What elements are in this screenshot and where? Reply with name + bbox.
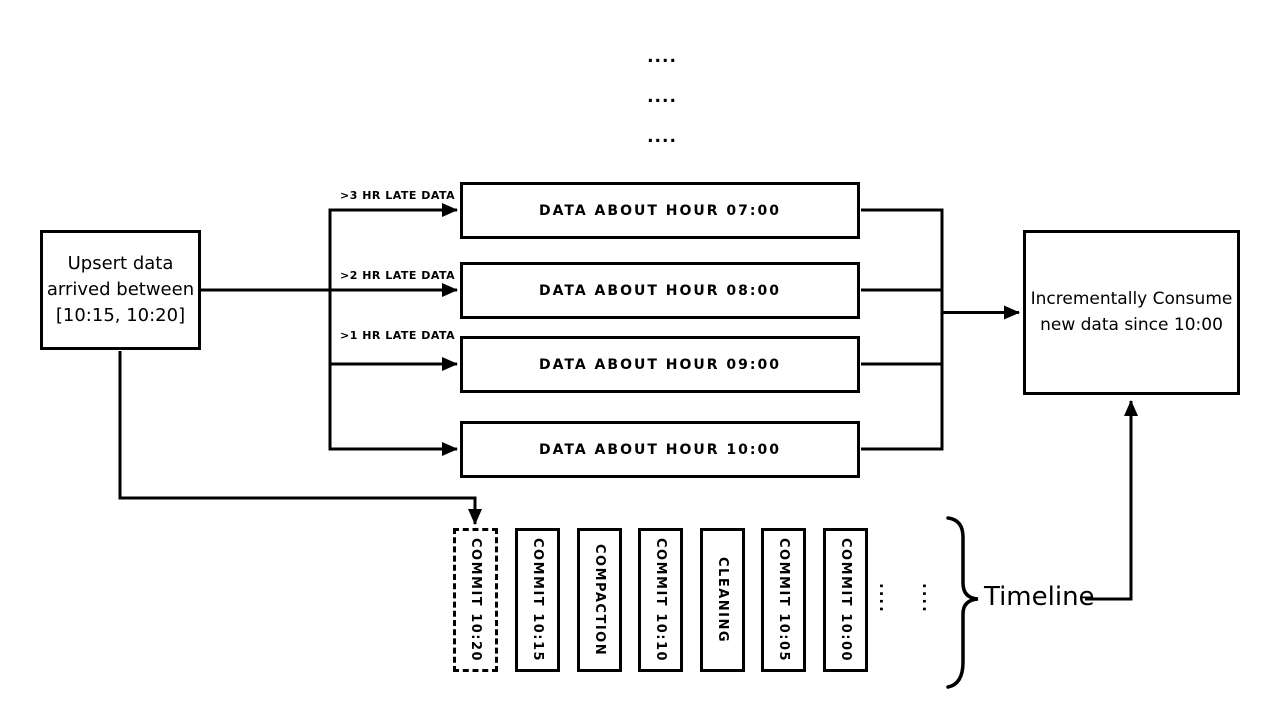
timeline-continuation-dots-1: ....	[876, 582, 894, 614]
timeline-cleaning: CLEANING	[700, 528, 745, 672]
top-continuation-dots-row3: ....	[647, 127, 677, 147]
hour-box-0700-label: DATA ABOUT HOUR 07:00	[539, 202, 781, 219]
hour-box-0900-label: DATA ABOUT HOUR 09:00	[539, 356, 781, 373]
timeline-commit-1005: COMMIT 10:05	[761, 528, 806, 672]
timeline-commit-1010: COMMIT 10:10	[638, 528, 683, 672]
consume-line-1: Incrementally Consume	[1030, 289, 1233, 309]
upsert-data-box: Upsert data arrived between [10:15, 10:2…	[40, 230, 201, 350]
top-continuation-dots-row2: ....	[647, 87, 677, 107]
timeline-label: Timeline	[984, 582, 1095, 612]
late-label-3hr: >3 HR LATE DATA	[340, 189, 456, 202]
hour-box-0800: DATA ABOUT HOUR 08:00	[460, 262, 860, 319]
timeline-brace	[946, 516, 979, 689]
late-label-1hr: >1 HR LATE DATA	[340, 329, 456, 342]
timeline-commit-1020: COMMIT 10:20	[453, 528, 498, 672]
arrow-timeline-to-consume	[1085, 400, 1138, 601]
late-label-2hr: >2 HR LATE DATA	[340, 269, 456, 282]
consume-line-2: new data since 10:00	[1040, 314, 1223, 335]
timeline-commit-1015: COMMIT 10:15	[515, 528, 560, 672]
hour-box-1000: DATA ABOUT HOUR 10:00	[460, 421, 860, 478]
upsert-line-1: Upsert data	[67, 252, 174, 274]
upsert-line-3: [10:15, 10:20]	[55, 305, 186, 327]
incremental-consume-text: Incrementally Consume new data since 10:…	[1031, 287, 1233, 338]
hour-box-0900: DATA ABOUT HOUR 09:00	[460, 336, 860, 393]
upsert-data-box-text: Upsert data arrived between [10:15, 10:2…	[47, 251, 194, 329]
top-continuation-dots-row1: ....	[647, 47, 677, 67]
upsert-line-2: arrived between	[46, 278, 195, 300]
incremental-consume-box: Incrementally Consume new data since 10:…	[1023, 230, 1240, 395]
timeline-commit-1000: COMMIT 10:00	[823, 528, 868, 672]
arrow-upsert-to-commit	[118, 351, 482, 525]
hour-box-1000-label: DATA ABOUT HOUR 10:00	[539, 441, 781, 458]
hour-box-0800-label: DATA ABOUT HOUR 08:00	[539, 282, 781, 299]
hour-box-0700: DATA ABOUT HOUR 07:00	[460, 182, 860, 239]
timeline-continuation-dots-2: ....	[919, 582, 937, 614]
timeline-compaction: COMPACTION	[577, 528, 622, 672]
